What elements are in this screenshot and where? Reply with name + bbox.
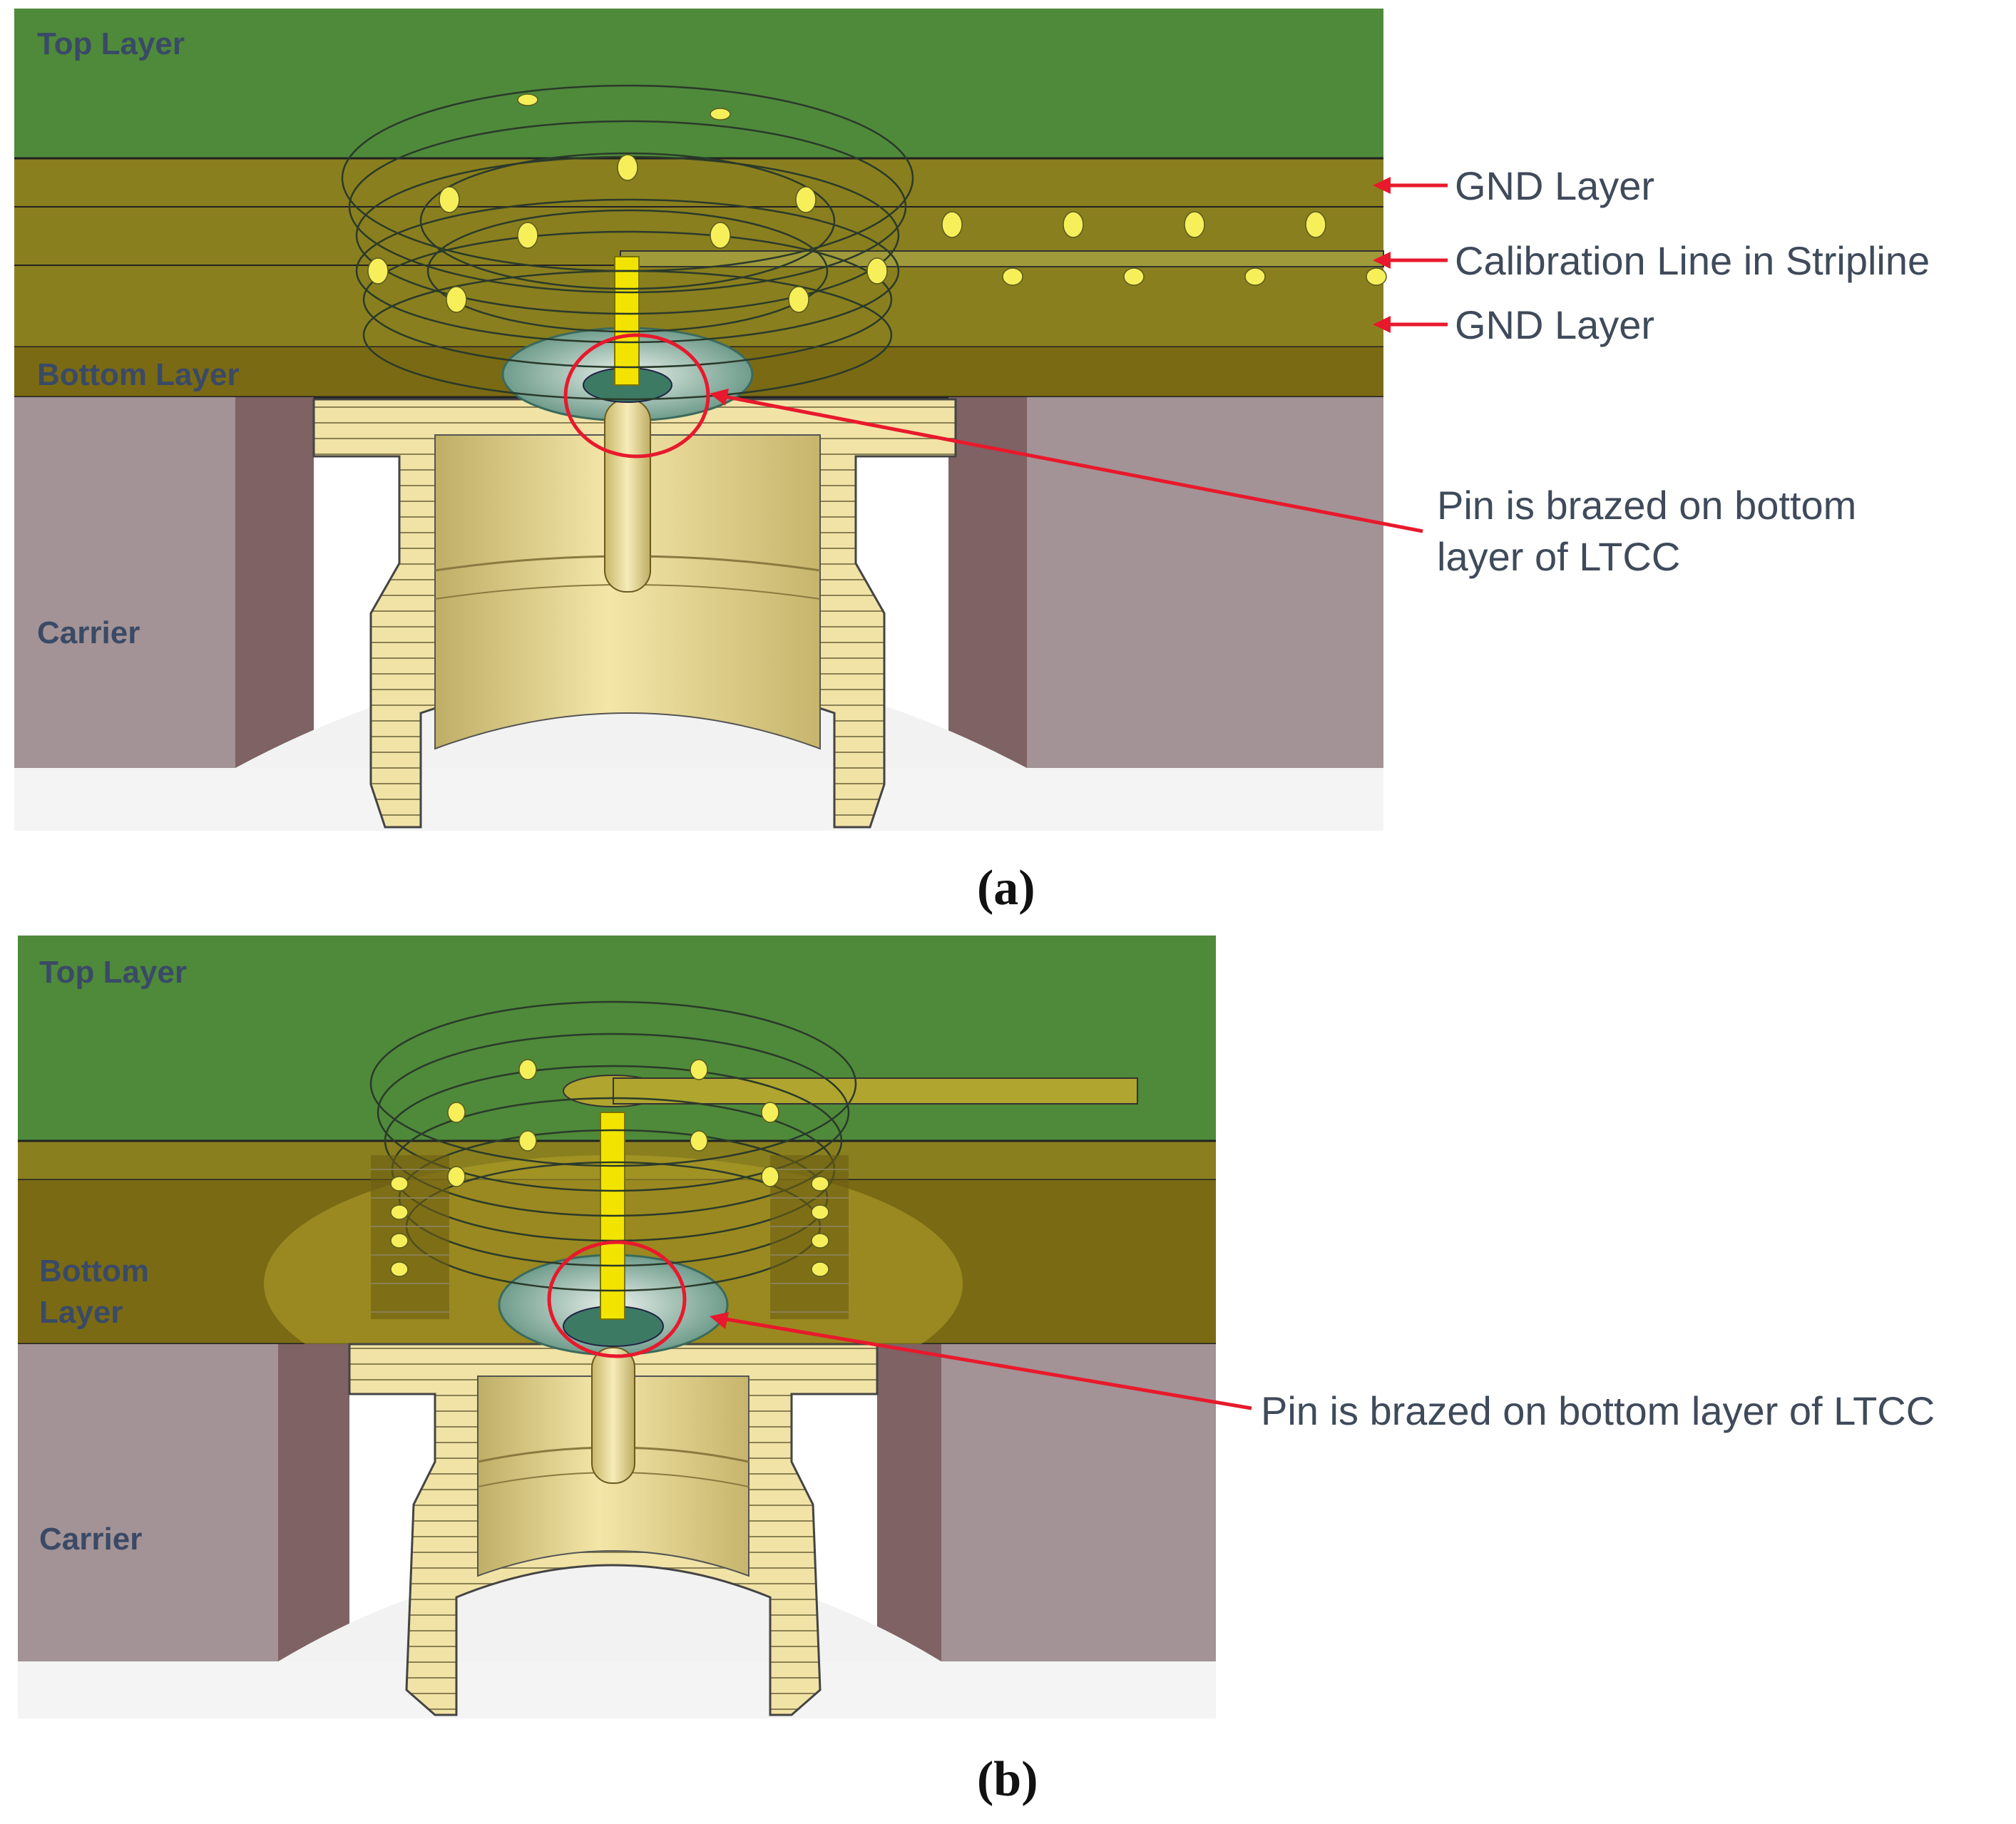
label-top-layer-a: Top Layer	[37, 26, 185, 61]
pin-b	[591, 1347, 635, 1484]
carrier-left-b	[18, 1344, 278, 1661]
annotation-calibration-line: Calibration Line in Stripline	[1455, 238, 1930, 283]
via-stack-right-b	[770, 1155, 849, 1319]
pin-a	[604, 399, 651, 593]
carrier-right-a	[1027, 397, 1383, 768]
top-layer-b	[18, 936, 1216, 1141]
top-layer-a	[14, 9, 1383, 158]
carrier-left-a	[14, 397, 235, 768]
annotation-gnd-layer-upper: GND Layer	[1455, 163, 1654, 208]
caption-a: (a)	[977, 861, 1035, 916]
label-carrier-b: Carrier	[39, 1522, 142, 1557]
via-stack-left-b	[371, 1155, 449, 1319]
pin-highlight-circle-a	[563, 333, 710, 458]
annotation-pin-b: Pin is brazed on bottom layer of LTCC	[1261, 1388, 1935, 1433]
label-carrier-a: Carrier	[37, 615, 140, 650]
via-rings-a	[341, 84, 914, 401]
caption-b: (b)	[977, 1752, 1038, 1807]
label-top-layer-b: Top Layer	[39, 955, 187, 990]
panel-b: Top Layer Bottom Layer Carrier Pin is br…	[18, 936, 1935, 1807]
carrier-right-b	[941, 1344, 1216, 1661]
label-bottom-layer-b-line2: Layer	[39, 1295, 123, 1330]
annotation-pin-line2-a: layer of LTCC	[1437, 534, 1680, 579]
label-bottom-layer-b-line1: Bottom	[39, 1254, 149, 1288]
pin-highlight-circle-b	[547, 1240, 687, 1358]
annotation-pin-line1-a: Pin is brazed on bottom	[1437, 483, 1856, 528]
vias-a	[367, 93, 1387, 313]
microstrip-line-b	[613, 1077, 1138, 1105]
panel-a: Top Layer Bottom Layer Carrier GND Layer…	[14, 9, 1930, 916]
vias-b	[390, 1059, 829, 1277]
label-bottom-layer-a: Bottom Layer	[37, 357, 240, 392]
annotation-gnd-layer-lower: GND Layer	[1455, 302, 1654, 347]
